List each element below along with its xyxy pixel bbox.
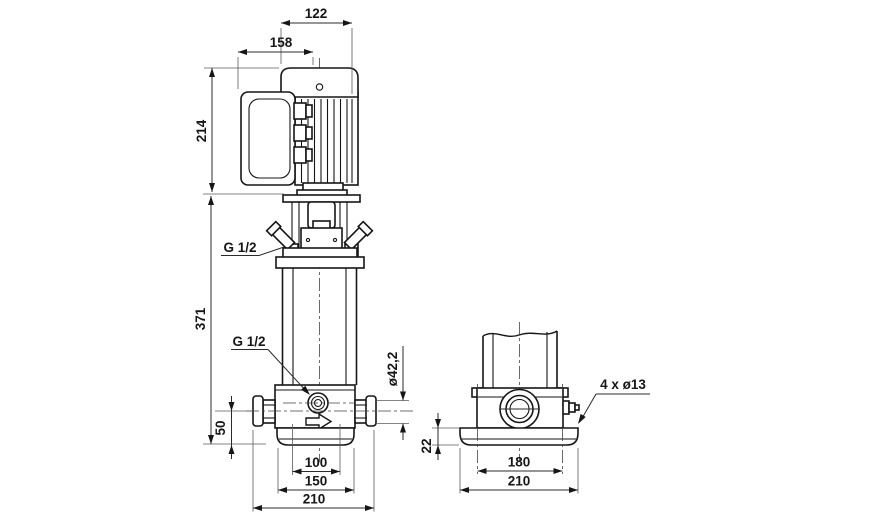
dim-pump-height: 371 (193, 307, 208, 330)
dim-foot-length: 210 (508, 474, 531, 489)
vent-plug-label: G 1/2 (223, 240, 256, 255)
dim-port-to-port: 210 (303, 492, 326, 507)
foot-plate-side (459, 427, 579, 446)
dim-port-center-height: 50 (213, 420, 228, 435)
fan-cover (280, 67, 359, 116)
front-view: 122 158 214 371 50 (193, 6, 413, 512)
dim-bolt-span-front: 100 (305, 455, 328, 470)
dim-foot-thickness: 22 (419, 438, 434, 453)
cable-glands (293, 102, 313, 164)
front-dimensions: 122 158 214 371 50 (193, 6, 409, 512)
dim-fan-width: 122 (305, 6, 328, 21)
port-bore-icon (499, 388, 540, 430)
motor-stool (282, 182, 361, 203)
port-left (262, 399, 276, 424)
sleeve-break (482, 330, 558, 388)
eyebolt-hole-icon (315, 83, 324, 91)
side-view: 22 180 210 4 x ø13 (419, 322, 650, 494)
bolt-holes-label: 4 x ø13 (600, 377, 646, 392)
side-plug-icon (562, 400, 580, 415)
terminal-box (240, 91, 296, 186)
dim-port-diameter: ø42,2 (385, 352, 400, 387)
drain-plug-label: G 1/2 (232, 334, 265, 349)
dim-foot-width: 150 (305, 474, 328, 489)
pump-base (246, 384, 413, 431)
flow-direction-arrow-icon (305, 412, 333, 431)
dim-motor-height: 214 (194, 119, 209, 142)
vent-plug-left-icon (265, 220, 296, 251)
vent-plug-right-icon (343, 220, 374, 251)
dim-bolt-span-side: 180 (508, 455, 531, 470)
side-dimensions: 22 180 210 4 x ø13 (419, 377, 650, 494)
pump-head (265, 220, 374, 269)
dim-overall-width: 158 (270, 35, 293, 50)
foot-plate-front (276, 427, 355, 446)
pump-base-side (471, 387, 580, 430)
